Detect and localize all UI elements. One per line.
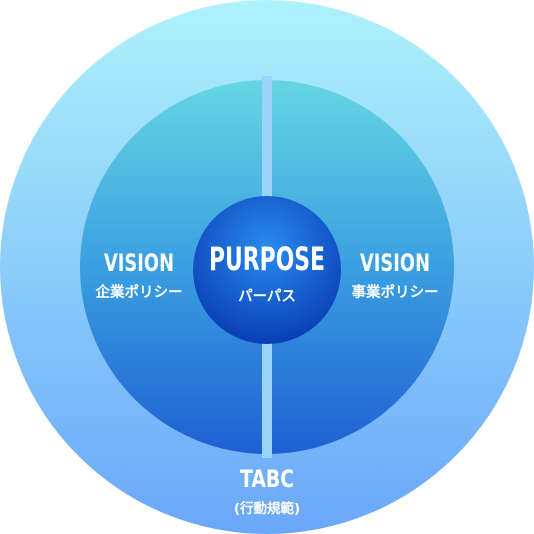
outer-subtitle: (行動規範) (234, 500, 300, 517)
core-title: PURPOSE (209, 240, 325, 278)
core-subtitle: パーパス (238, 288, 296, 305)
core-circle-purpose (193, 196, 341, 344)
left-vision-subtitle: 企業ポリシー (95, 283, 183, 301)
right-vision-title: VISION (360, 249, 430, 277)
outer-title: TABC (240, 465, 294, 493)
left-vision-title: VISION (104, 249, 174, 277)
right-vision-subtitle: 事業ポリシー (352, 283, 439, 301)
